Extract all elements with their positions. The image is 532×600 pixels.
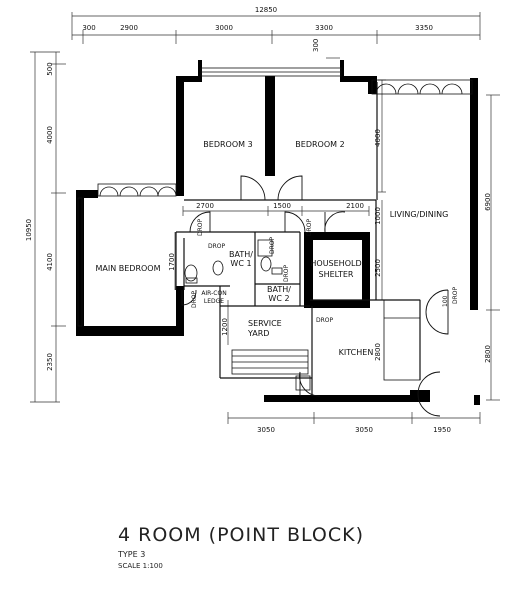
mid-height-5: 2800 xyxy=(374,343,382,361)
small-300-dim: 300 xyxy=(312,39,320,52)
plan-scale: SCALE 1:100 xyxy=(118,562,163,570)
top-dim-5: 3350 xyxy=(415,24,433,32)
room-living-dining: LIVING/DINING xyxy=(390,210,449,219)
kitchen-depth-dim: 2800 xyxy=(484,345,492,363)
room-bath-wc-1: BATH/WC 1 xyxy=(229,250,253,268)
top-dim-1: 300 xyxy=(82,24,95,32)
overall-depth-dim: 10950 xyxy=(25,219,33,241)
mid-width-2: 1500 xyxy=(273,202,291,210)
room-bedroom2: BEDROOM 2 xyxy=(295,140,344,149)
room-bedroom3: BEDROOM 3 xyxy=(203,140,252,149)
drop-label-vertical-3: DROP xyxy=(269,236,276,254)
drop-label-kitchen: DROP xyxy=(316,317,334,324)
plan-type: TYPE 3 xyxy=(118,550,146,559)
left-dim-3: 4100 xyxy=(46,253,54,271)
left-dim-2: 4000 xyxy=(46,126,54,144)
drop-label-vertical-1: DROP xyxy=(197,218,204,236)
plan-title: 4 ROOM (POINT BLOCK) xyxy=(118,524,364,546)
room-bath-wc-2: BATH/WC 2 xyxy=(267,285,291,303)
top-dim-3: 3000 xyxy=(215,24,233,32)
door-swings xyxy=(181,175,449,417)
drop-label-vertical-4: DROP xyxy=(283,264,290,282)
room-labels: BEDROOM 3 BEDROOM 2 LIVING/DINING MAIN B… xyxy=(95,140,448,357)
drop-label-vertical-5: DROP xyxy=(191,290,198,308)
bottom-dim-2: 3050 xyxy=(355,426,373,434)
living-depth-dim: 6900 xyxy=(484,193,492,211)
overall-width-dim: 12850 xyxy=(255,6,277,14)
walls xyxy=(76,60,480,405)
drop-label-vertical-6: DROP xyxy=(452,286,459,304)
mid-width-1: 2700 xyxy=(196,202,214,210)
left-dim-1: 500 xyxy=(46,62,54,75)
room-main-bedroom: MAIN BEDROOM xyxy=(95,264,160,273)
top-dim-4: 3300 xyxy=(315,24,333,32)
bottom-dim-1: 3050 xyxy=(257,426,275,434)
left-dim-4: 2350 xyxy=(46,353,54,371)
mid-width-3: 2100 xyxy=(346,202,364,210)
dimension-labels: 12850 300 2900 3000 3300 3350 300 10950 … xyxy=(25,6,492,434)
mid-height-2: 1700 xyxy=(168,253,176,271)
mid-height-3: 2500 xyxy=(374,259,382,277)
bottom-dim-3: 1950 xyxy=(433,426,451,434)
bedroom2-depth-dim: 4000 xyxy=(374,129,382,147)
drop-labels: DROP DROP DROP DROP DROP DROP DROP DROP xyxy=(191,218,459,324)
drop-label-vertical-2: DROP xyxy=(306,218,313,236)
dimension-lines xyxy=(30,12,500,424)
windows xyxy=(77,67,473,327)
bath-fixtures xyxy=(184,239,421,391)
partitions xyxy=(175,82,421,396)
room-kitchen: KITCHEN xyxy=(339,348,374,357)
top-dim-2: 2900 xyxy=(120,24,138,32)
door-100-dim: 100 xyxy=(442,295,449,307)
mid-height-1: 1000 xyxy=(374,207,382,225)
mid-height-4: 1200 xyxy=(221,318,229,336)
drop-label-bath1: DROP xyxy=(208,243,226,250)
plan-caption: 4 ROOM (POINT BLOCK) TYPE 3 SCALE 1:100 xyxy=(118,524,364,570)
